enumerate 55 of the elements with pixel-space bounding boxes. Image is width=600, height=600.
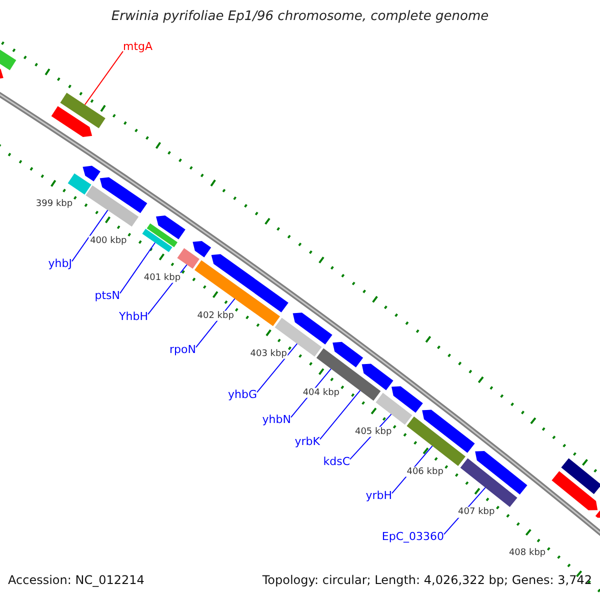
gene-label: rpoN xyxy=(170,344,196,357)
gene-block xyxy=(146,223,178,248)
gene-block xyxy=(0,50,16,70)
accession-text: Accession: NC_012214 xyxy=(8,574,144,588)
leader-line xyxy=(256,343,298,393)
scale-label: 401 kbp xyxy=(142,272,182,284)
gene-block xyxy=(406,416,466,466)
gene-block xyxy=(194,260,280,326)
gene-feature xyxy=(475,451,528,494)
gene-label: ptsN xyxy=(94,290,120,303)
gene-label: yrbK xyxy=(294,436,320,449)
gene-label: yrbH xyxy=(366,490,392,503)
gene-feature xyxy=(362,364,394,390)
gene-feature xyxy=(51,106,92,137)
scale-label: 404 kbp xyxy=(302,387,341,398)
gene-feature xyxy=(392,386,423,413)
gene-block xyxy=(68,173,92,195)
gene-feature xyxy=(292,312,332,344)
gene-label: YhbH xyxy=(119,311,148,324)
gene-block xyxy=(86,185,139,227)
gene-label: EpC_03360 xyxy=(382,531,444,544)
gene-feature xyxy=(156,216,186,240)
gene-feature xyxy=(552,471,598,510)
leader-line xyxy=(120,242,156,294)
gene-block xyxy=(376,392,412,425)
gene-feature xyxy=(211,254,288,312)
scale-label: 406 kbp xyxy=(406,466,444,478)
scale-label: 408 kbp xyxy=(508,548,547,558)
scale-label: 402 kbp xyxy=(196,310,235,321)
gene-feature xyxy=(192,241,212,258)
gene-feature xyxy=(0,68,4,80)
gene-label: yhbG xyxy=(228,389,257,402)
diagram-title: Erwinia pyrifoliae Ep1/96 chromosome, complete genome xyxy=(110,10,490,25)
scale-label: 399 kbp xyxy=(34,199,74,210)
scale-label: 407 kbp xyxy=(457,507,496,518)
gene-block xyxy=(142,228,172,252)
genome-info-text: Topology: circular; Length: 4,026,322 bp; Genes: 3,742 xyxy=(262,574,592,588)
gene-label: yhbN xyxy=(262,414,291,427)
leader-line xyxy=(72,210,108,262)
gene-block xyxy=(60,92,106,128)
scale-label: 400 kbp xyxy=(89,236,128,246)
gene-block xyxy=(561,458,600,494)
gene-block xyxy=(460,458,518,507)
gene-feature xyxy=(82,166,100,182)
gene-block xyxy=(177,248,200,269)
gene-label: mtgA xyxy=(123,41,153,54)
gene-feature xyxy=(422,410,475,453)
scale-label: 403 kbp xyxy=(249,348,288,360)
gene-feature xyxy=(332,342,364,368)
leader-line xyxy=(84,50,124,106)
leader-line xyxy=(320,390,361,440)
scale-label: 405 kbp xyxy=(354,426,393,438)
gene-label: yhbJ xyxy=(48,258,72,271)
gene-label: kdsC xyxy=(323,456,350,469)
gene-feature xyxy=(100,177,148,214)
